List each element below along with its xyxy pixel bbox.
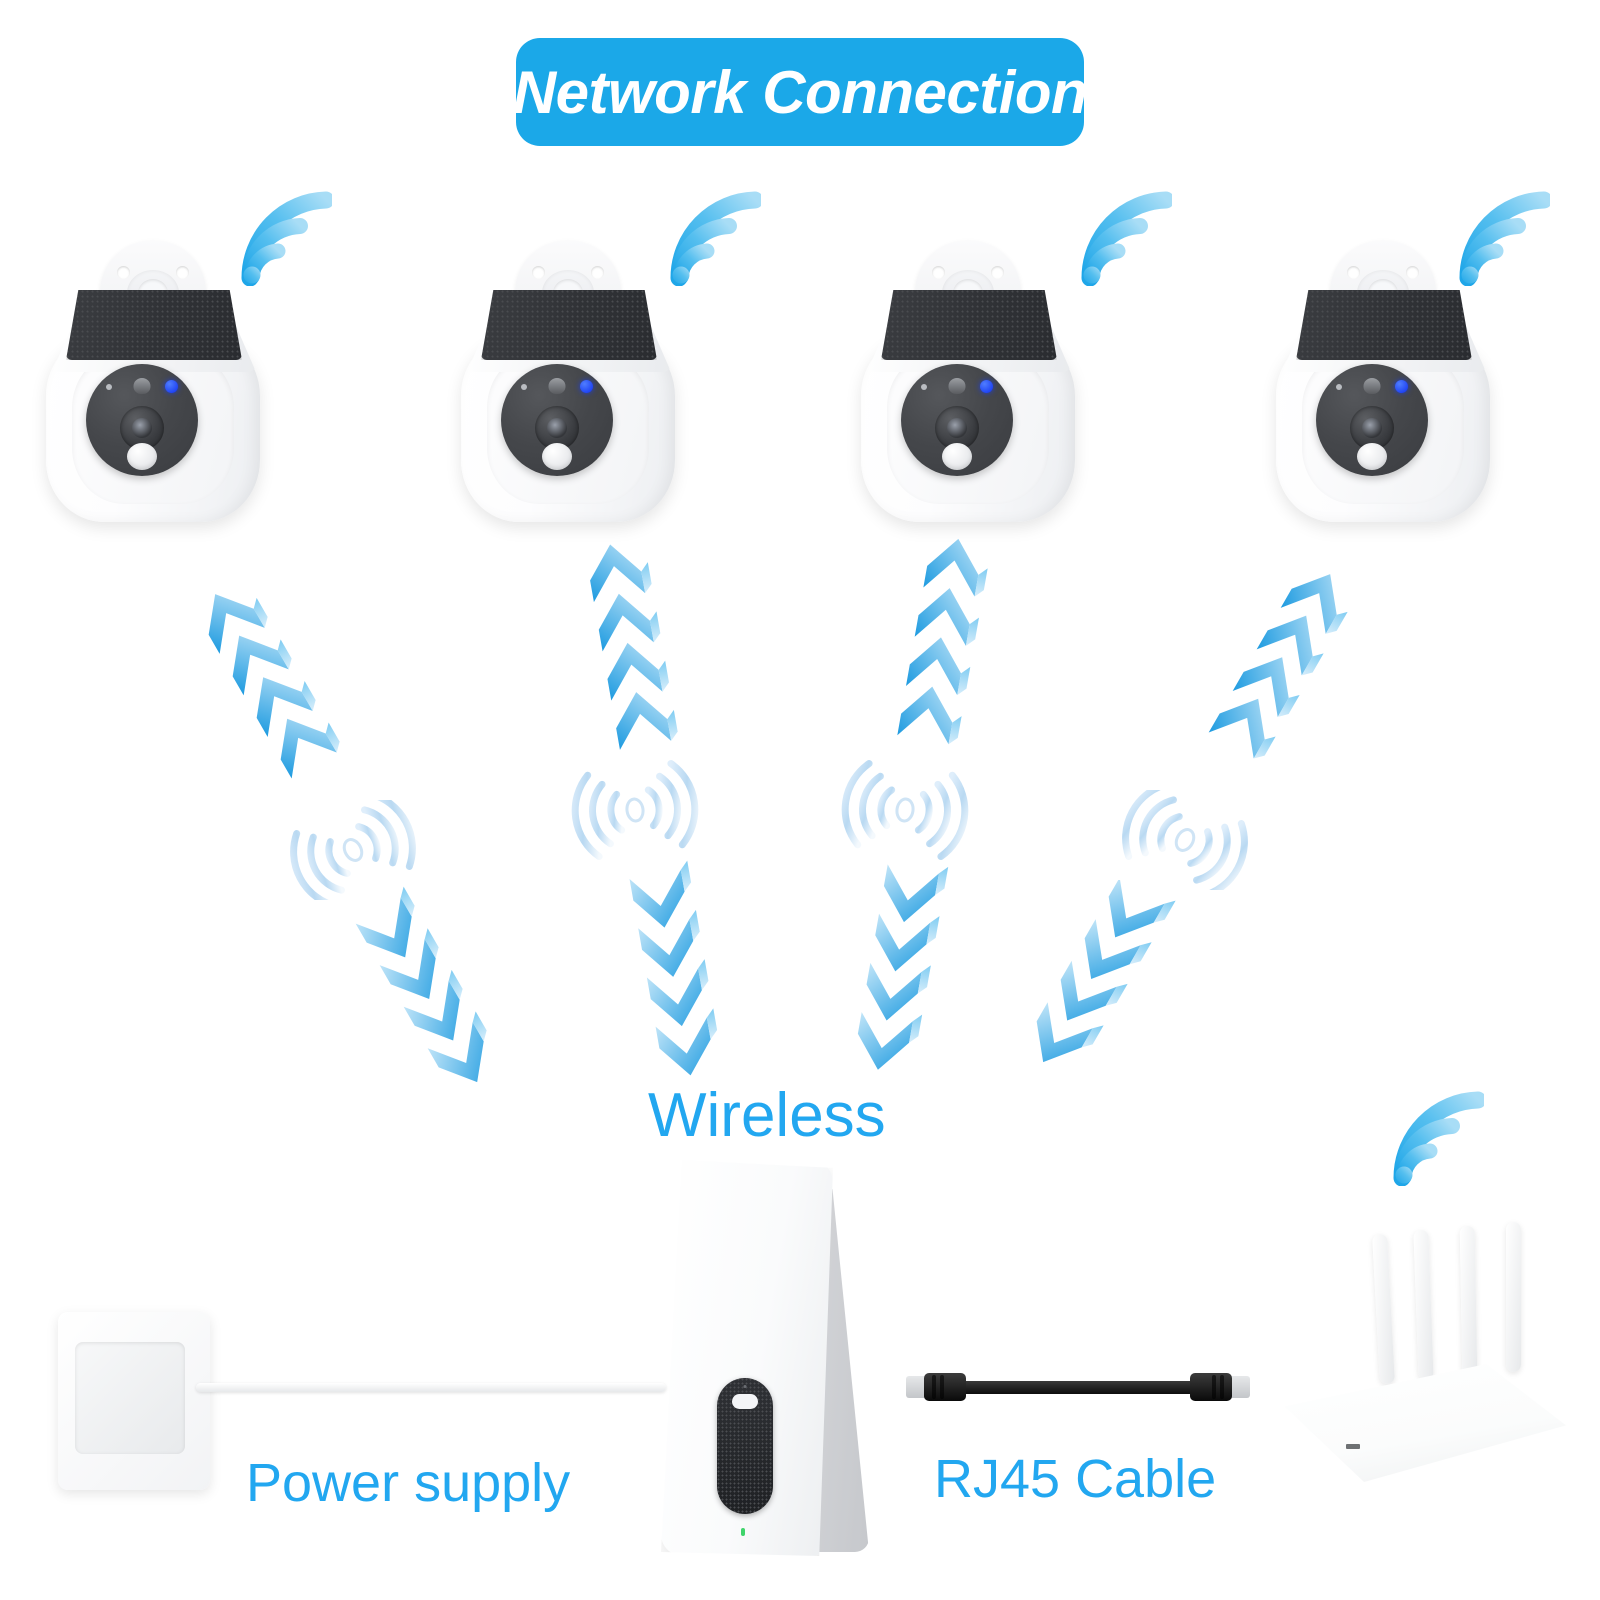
status-led-icon — [980, 380, 993, 393]
page-title-banner: Network Connection — [512, 38, 1088, 146]
nvr-speaker-panel — [717, 1378, 773, 1514]
spotlight-icon — [133, 378, 151, 394]
power-outlet-socket — [75, 1342, 185, 1454]
camera-device-4[interactable] — [1258, 240, 1508, 530]
camera-device-2[interactable] — [443, 240, 693, 530]
camera-body — [449, 290, 687, 530]
wireless-arrow-trail-1-down — [350, 880, 550, 1110]
solar-panel-icon — [481, 290, 657, 360]
power-outlet — [58, 1312, 210, 1490]
wireless-arrow-trail-4-down — [1005, 877, 1205, 1110]
wifi-icon — [1444, 182, 1553, 287]
radio-wave-icon — [840, 760, 970, 860]
wireless-arrow-trail-3-up — [855, 530, 1055, 770]
ambient-sensor-icon — [921, 384, 927, 390]
camera-face — [901, 364, 1013, 476]
wifi-icon — [226, 182, 335, 287]
spotlight-icon — [948, 378, 966, 394]
ambient-sensor-icon — [1336, 384, 1342, 390]
wifi-icon — [1066, 182, 1175, 287]
solar-panel-icon — [881, 290, 1057, 360]
camera-body — [34, 290, 272, 530]
camera-lens-icon — [935, 406, 979, 450]
radio-wave-icon — [1120, 780, 1250, 900]
wireless-arrow-trail-1-up — [185, 560, 385, 790]
solar-panel-icon — [1296, 290, 1472, 360]
status-led-icon — [1395, 380, 1408, 393]
label-rj45-cable: RJ45 Cable — [934, 1449, 1217, 1509]
rj45-cable — [906, 1372, 1250, 1402]
mount-screw-hole — [932, 266, 945, 279]
camera-lens-icon — [120, 406, 164, 450]
mount-screw-hole — [117, 266, 130, 279]
nvr-mic-icon — [743, 1385, 747, 1388]
camera-device-1[interactable] — [28, 240, 278, 530]
label-power-supply: Power supply — [246, 1453, 571, 1513]
router-antenna — [1459, 1225, 1478, 1377]
wifi-icon — [1378, 1082, 1487, 1187]
camera-body — [849, 290, 1087, 530]
label-wireless: Wireless — [648, 1081, 886, 1150]
router-logo-icon — [1346, 1444, 1360, 1449]
power-cable — [196, 1383, 666, 1392]
radio-wave-icon — [570, 760, 700, 860]
router-antenna — [1372, 1233, 1395, 1385]
mount-screw-hole — [176, 266, 189, 279]
pir-motion-sensor-icon — [1357, 443, 1387, 470]
wireless-arrow-trail-4-up — [1195, 560, 1395, 790]
camera-device-3[interactable] — [843, 240, 1093, 530]
camera-face — [86, 364, 198, 476]
pir-motion-sensor-icon — [127, 443, 157, 470]
camera-lens-icon — [1350, 406, 1394, 450]
camera-lens-icon — [535, 406, 579, 450]
mount-screw-hole — [1406, 266, 1419, 279]
mount-screw-hole — [532, 266, 545, 279]
router-antenna — [1506, 1222, 1521, 1372]
nvr-status-led-icon — [741, 1528, 745, 1536]
page-title: Network Connection — [512, 58, 1088, 126]
wireless-arrow-trail-3-down — [810, 860, 1010, 1100]
mount-screw-hole — [991, 266, 1004, 279]
ambient-sensor-icon — [521, 384, 527, 390]
rj45-connector-left — [906, 1372, 966, 1402]
nvr-indicator-slot — [732, 1394, 758, 1409]
router-antenna — [1413, 1229, 1434, 1381]
camera-face — [501, 364, 613, 476]
pir-motion-sensor-icon — [942, 443, 972, 470]
camera-face — [1316, 364, 1428, 476]
wifi-router[interactable] — [1258, 1222, 1588, 1492]
wifi-icon — [655, 182, 764, 287]
router-body — [1284, 1364, 1566, 1482]
pir-motion-sensor-icon — [542, 443, 572, 470]
mount-screw-hole — [591, 266, 604, 279]
camera-body — [1264, 290, 1502, 530]
nvr-base-station[interactable] — [655, 1160, 895, 1560]
rj45-connector-right — [1190, 1372, 1250, 1402]
solar-panel-icon — [66, 290, 242, 360]
rj45-cable-wire — [950, 1381, 1208, 1394]
status-led-icon — [580, 380, 593, 393]
wireless-arrow-trail-2-down — [590, 860, 790, 1100]
wireless-arrow-trail-2-up — [545, 530, 745, 770]
mount-screw-hole — [1347, 266, 1360, 279]
spotlight-icon — [548, 378, 566, 394]
spotlight-icon — [1363, 378, 1381, 394]
status-led-icon — [165, 380, 178, 393]
ambient-sensor-icon — [106, 384, 112, 390]
